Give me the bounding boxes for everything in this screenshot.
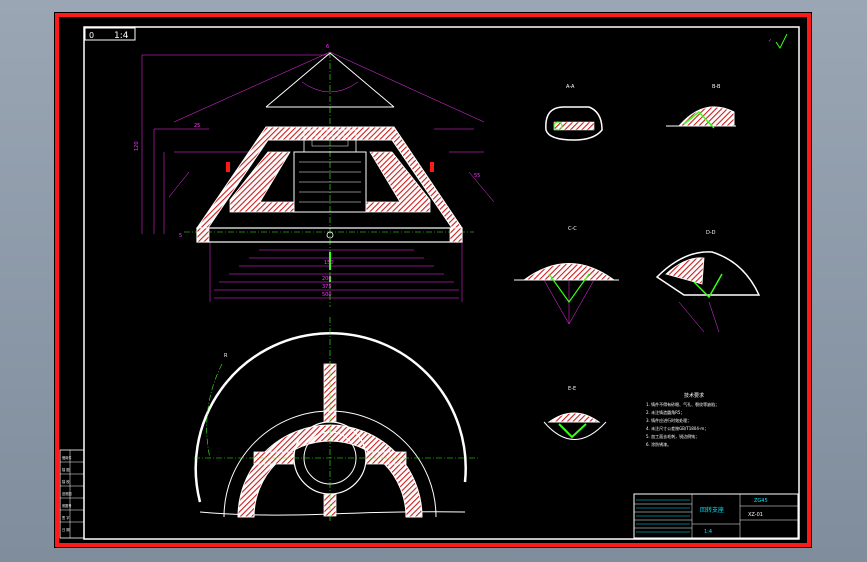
rib-left xyxy=(229,151,295,213)
section-c-rib xyxy=(548,273,590,304)
lug-right xyxy=(430,162,434,172)
scale-label: 1:4 xyxy=(114,31,129,41)
section-c-label: C-C xyxy=(568,226,577,232)
base-foot-left xyxy=(196,227,210,243)
base-foot-right xyxy=(449,227,463,243)
section-e-rib xyxy=(558,423,587,439)
section-e-arc xyxy=(543,421,607,440)
section-body xyxy=(196,126,463,229)
side-table-frame xyxy=(59,449,85,539)
side-table: 借用件 描 图 描 校 旧底图 底图号 签 字 日 期 xyxy=(59,449,85,539)
lug-left xyxy=(226,162,230,172)
hub-lines xyxy=(299,161,361,203)
section-c-shape xyxy=(522,263,616,281)
front-view: 25 120 6 150 375 200 500 55 5 xyxy=(134,44,495,307)
base-plate xyxy=(196,227,463,243)
dim-text-3: 6 xyxy=(326,44,329,50)
title-block-frame xyxy=(633,493,799,539)
title-material: ZG45 xyxy=(754,498,768,504)
side-table-3: 描 校 xyxy=(62,479,70,484)
dim-text-6: 200 xyxy=(322,276,332,282)
rib-right xyxy=(365,151,431,213)
dim-text-5: 375 xyxy=(322,284,332,290)
section-c: C-C xyxy=(514,226,619,325)
side-table-4: 旧底图 xyxy=(62,491,72,496)
roughness-symbol: ✓ xyxy=(768,33,788,49)
title-scale: 1:4 xyxy=(704,529,712,535)
dim-text-2: 120 xyxy=(134,141,140,151)
tech-req-4: 4. 未注尺寸公差按GB/T1804-m； xyxy=(646,425,708,431)
section-a-bolt xyxy=(553,121,563,131)
side-table-2: 描 图 xyxy=(62,467,69,472)
dim-text-8: 55 xyxy=(474,173,480,179)
title-drawing-no: XZ-01 xyxy=(748,512,763,518)
title-part-name: 回转支座 xyxy=(700,506,724,514)
scale-prefix: 0 xyxy=(89,31,94,40)
cad-drawing: 0 1:4 ✓ xyxy=(55,13,811,547)
dim-text-7: 500 xyxy=(322,292,332,298)
technical-requirements: 技术要求 1. 铸件不得有砂眼、气孔、裂纹等缺陷； 2. 未注铸造圆角R5； 3… xyxy=(646,392,719,447)
side-table-5: 底图号 xyxy=(62,503,72,508)
title-block-cyan xyxy=(636,499,690,533)
outer-frame-red xyxy=(55,13,811,547)
section-b-label: B-B xyxy=(712,84,721,90)
plan-rim xyxy=(223,410,437,518)
center-bolt xyxy=(326,231,334,239)
section-e-label: E-E xyxy=(568,386,576,392)
section-a-label: A-A xyxy=(566,84,575,90)
drawing-sheet: 0 1:4 ✓ xyxy=(54,12,812,548)
section-b-rib xyxy=(683,110,715,129)
side-table-1: 借用件 xyxy=(62,455,72,460)
section-d-shape xyxy=(655,251,761,296)
tech-req-3: 3. 铸件应进行时效处理； xyxy=(646,417,691,423)
side-table-rows xyxy=(60,450,84,538)
tech-req-5: 5. 加工面去毛刺，锐边倒钝； xyxy=(646,433,699,439)
center-markers xyxy=(329,252,331,282)
section-b: B-B xyxy=(666,84,736,129)
dim-text-4: 150 xyxy=(324,260,334,266)
side-table-7: 日 期 xyxy=(62,527,69,532)
plan-outer-arc xyxy=(194,332,467,503)
section-d-dims xyxy=(678,301,720,333)
tech-req-1: 1. 铸件不得有砂眼、气孔、裂纹等缺陷； xyxy=(646,401,719,407)
side-table-6: 签 字 xyxy=(62,515,69,520)
inner-frame-white xyxy=(83,26,800,540)
dim-text-9: 5 xyxy=(179,233,182,239)
outline-cone xyxy=(265,52,395,108)
section-b-shape xyxy=(677,106,735,127)
section-a-shape xyxy=(545,106,603,141)
title-block: 回转支座 ZG45 XZ-01 1:4 xyxy=(633,493,799,539)
section-d: D-D xyxy=(655,230,761,333)
dimension-lines xyxy=(141,51,495,302)
hub-top-inner xyxy=(311,135,349,147)
hub-top xyxy=(303,129,357,153)
title-block-grid xyxy=(634,494,798,538)
section-d-label: D-D xyxy=(706,230,716,236)
dim-text-1: 25 xyxy=(194,123,200,129)
section-e-shape xyxy=(547,412,601,423)
plan-dim: R xyxy=(224,353,228,359)
tech-req-2: 2. 未注铸造圆角R5； xyxy=(646,409,684,415)
plan-center-lines xyxy=(194,317,479,522)
section-a: A-A xyxy=(545,84,603,141)
tech-req-6: 6. 涂防锈漆。 xyxy=(646,441,671,447)
plan-view: R xyxy=(194,317,479,522)
tech-req-heading: 技术要求 xyxy=(684,392,704,399)
section-d-rib xyxy=(693,273,723,299)
svg-text:✓: ✓ xyxy=(768,38,772,44)
section-a-hatch xyxy=(553,121,595,131)
section-e: E-E xyxy=(543,386,607,440)
section-d-hatch xyxy=(665,257,705,285)
scale-box xyxy=(84,27,136,41)
